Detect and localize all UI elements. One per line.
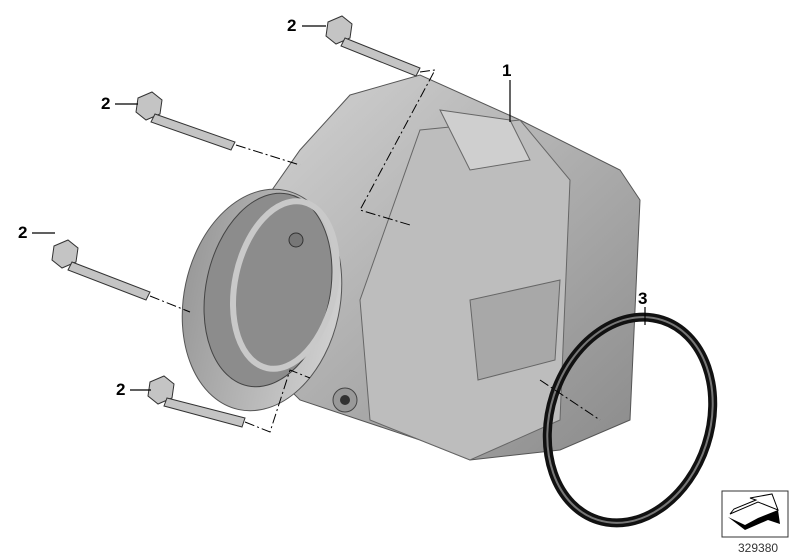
callout-2: 2 — [101, 94, 111, 113]
callout-1: 1 — [502, 61, 512, 80]
bolt — [325, 15, 421, 77]
leader-lines — [32, 25, 646, 391]
callout-2: 2 — [116, 380, 126, 399]
callout-2: 2 — [287, 16, 297, 35]
reference-number: 329380 — [738, 541, 779, 555]
callout-3: 3 — [638, 289, 648, 308]
axis-lines — [149, 69, 601, 433]
bolt — [51, 239, 151, 301]
bolt — [147, 375, 246, 428]
bolt — [135, 91, 236, 151]
navigation-arrow-icon[interactable] — [721, 490, 789, 538]
callout-2: 2 — [18, 223, 28, 242]
throttle-body — [181, 74, 641, 461]
